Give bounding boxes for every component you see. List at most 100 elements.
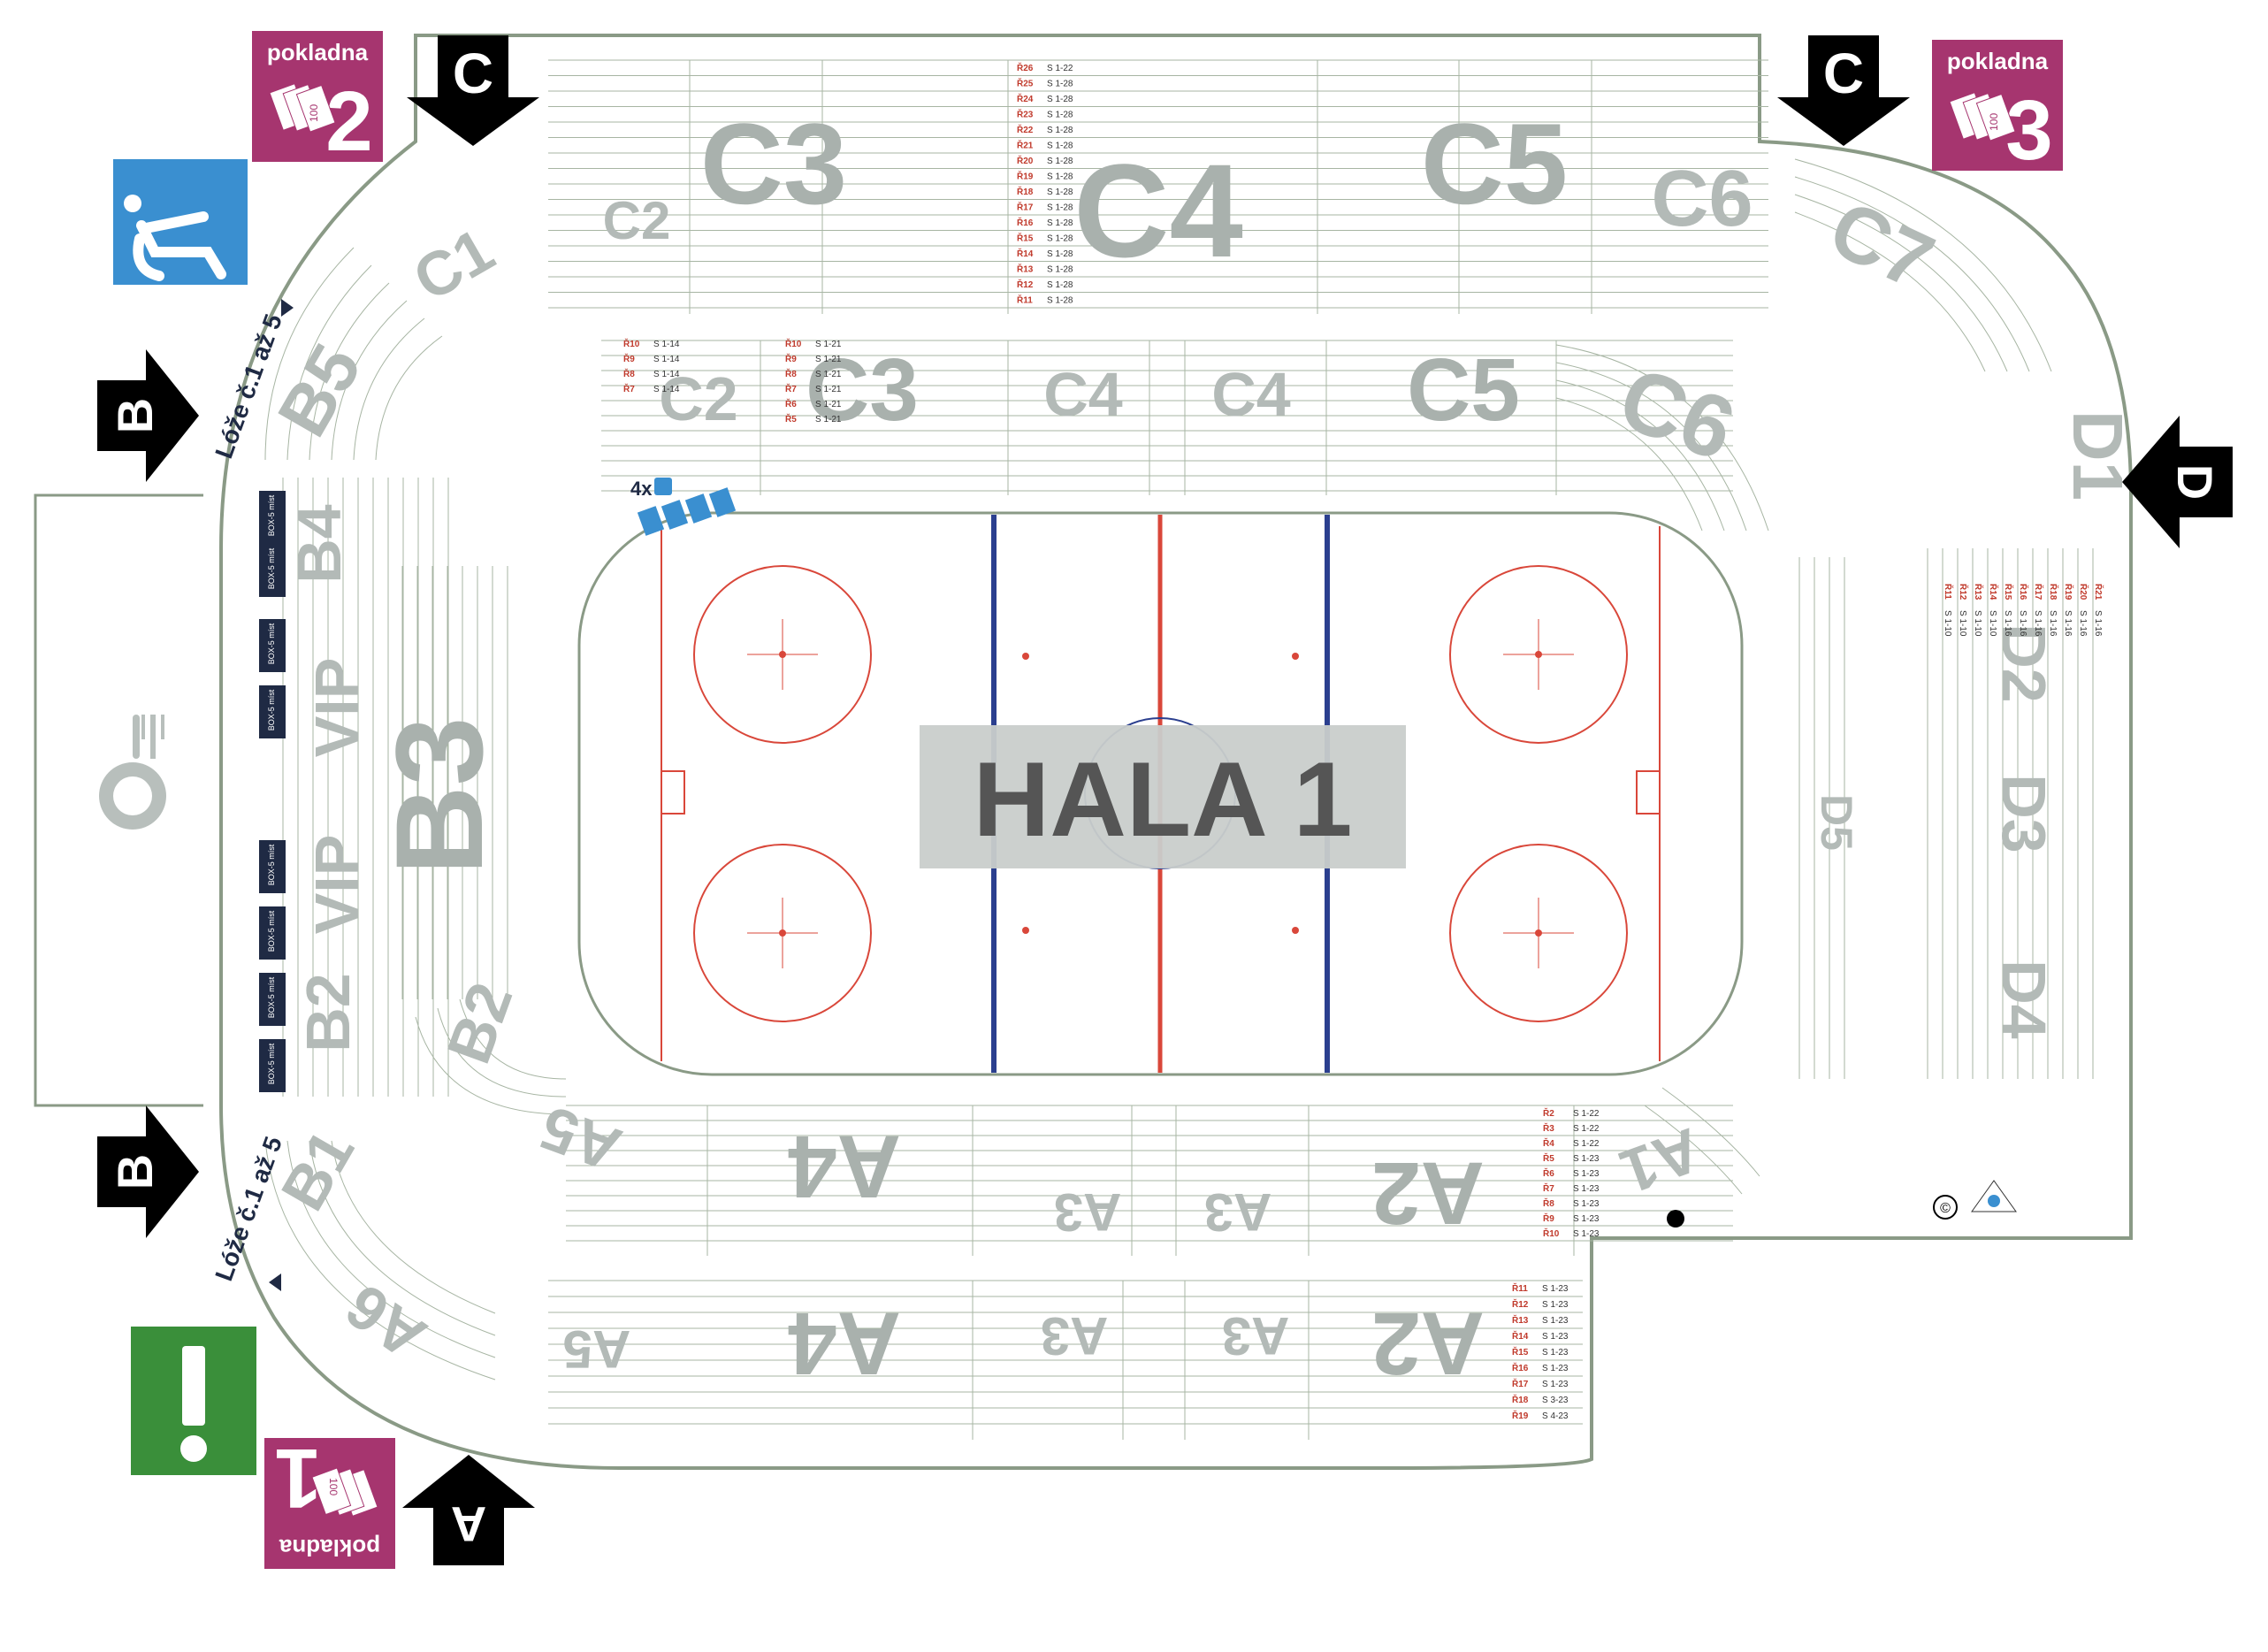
section-label-c2-upper: C2 bbox=[603, 191, 671, 250]
section-label-vip-bottom: VIP bbox=[302, 835, 371, 935]
vip-box-label: BOX-5 míst bbox=[267, 547, 276, 589]
d2-seats: S 1-10 bbox=[1973, 610, 1982, 637]
copyright-mark: © bbox=[1933, 1180, 2017, 1220]
a2-lower-row: Ř2 bbox=[1543, 1107, 1554, 1119]
a2-upper-row: Ř18 bbox=[1512, 1394, 1529, 1405]
vip-box[interactable] bbox=[259, 840, 286, 893]
section-label-a4-upper: A4 bbox=[788, 1294, 901, 1393]
c4-upper-seats: S 1-28 bbox=[1047, 296, 1073, 306]
vip-box[interactable] bbox=[259, 685, 286, 738]
west-tiers bbox=[282, 478, 508, 1097]
a2-upper-seats: S 1-23 bbox=[1542, 1380, 1569, 1389]
ticket-office-3[interactable]: pokladna 3 100 bbox=[1932, 40, 2063, 178]
ticket-office-2[interactable]: pokladna 2 100 bbox=[252, 31, 383, 169]
c3-lower-seats: S 1-21 bbox=[815, 340, 842, 349]
a2-lower-row: Ř10 bbox=[1543, 1228, 1560, 1239]
c3-lower-row: Ř6 bbox=[785, 398, 797, 409]
ticket-office-1[interactable]: pokladna 1 100 bbox=[264, 1431, 395, 1569]
c4-upper-row: Ř23 bbox=[1017, 109, 1034, 120]
vip-box-label: BOX-5 míst bbox=[267, 1043, 276, 1084]
c4-upper-row: Ř15 bbox=[1017, 233, 1034, 244]
c4-upper-seats: S 1-28 bbox=[1047, 249, 1073, 259]
vip-box[interactable] bbox=[259, 1039, 286, 1092]
d2-seats: S 1-16 bbox=[2033, 610, 2043, 637]
section-label-c4-lower-right: C4 bbox=[1211, 360, 1291, 429]
left-arrow-icon bbox=[2122, 416, 2233, 548]
wheelchair-access-sign[interactable] bbox=[113, 159, 248, 285]
vip-box[interactable] bbox=[259, 544, 286, 597]
entrance-c-right-label: C bbox=[1823, 42, 1864, 105]
d2-row: Ř12 bbox=[1958, 584, 1969, 600]
c3-lower-seats: S 1-21 bbox=[815, 385, 842, 394]
entrance-a-label: A bbox=[451, 1496, 486, 1552]
section-label-d5: D5 bbox=[1812, 794, 1861, 851]
c4-upper-seats: S 1-28 bbox=[1047, 218, 1073, 228]
entrance-b-top-label: B bbox=[107, 398, 163, 433]
entrance-c-left[interactable]: C bbox=[407, 35, 539, 146]
c4-upper-row: Ř22 bbox=[1017, 124, 1034, 135]
section-label-vip-top: VIP bbox=[302, 658, 371, 758]
vip-box[interactable] bbox=[259, 619, 286, 672]
a2-upper-seats: S 1-23 bbox=[1542, 1364, 1569, 1373]
a2-lower-seats: S 1-23 bbox=[1573, 1199, 1600, 1209]
section-label-a3-lower-right: A3 bbox=[1204, 1182, 1272, 1242]
c3-lower-row: Ř7 bbox=[785, 383, 797, 394]
entrance-b-bottom[interactable]: B bbox=[97, 1105, 199, 1238]
c4-upper-row: Ř25 bbox=[1017, 78, 1034, 89]
c4-upper-row: Ř13 bbox=[1017, 264, 1034, 275]
down-arrow-icon bbox=[407, 35, 539, 146]
entrance-c-right[interactable]: C bbox=[1777, 35, 1910, 146]
up-arrow-icon bbox=[402, 1455, 535, 1565]
d2-seats: S 1-16 bbox=[2048, 610, 2058, 637]
ticket-value: 100 bbox=[327, 1478, 340, 1495]
section-label-c4-upper: C4 bbox=[1073, 136, 1243, 285]
c3-lower-row: Ř10 bbox=[785, 338, 802, 349]
information-sign[interactable] bbox=[131, 1327, 256, 1475]
vip-box-label: BOX-5 míst bbox=[267, 623, 276, 664]
wheelchair-seats[interactable]: 4x bbox=[630, 478, 737, 536]
section-label-a3-upper-right: A3 bbox=[1222, 1306, 1290, 1365]
section-label-a2-lower: A2 bbox=[1371, 1143, 1485, 1243]
section-label-c2-lower: C2 bbox=[659, 364, 737, 433]
d2-row: Ř17 bbox=[2033, 584, 2044, 600]
section-label-b3: B3 bbox=[370, 717, 508, 876]
c4-upper-row: Ř24 bbox=[1017, 93, 1034, 104]
d2-seats: S 1-10 bbox=[1943, 610, 1952, 637]
c3-lower-row: Ř9 bbox=[785, 353, 797, 364]
c4-upper-seats: S 1-28 bbox=[1047, 95, 1073, 104]
faceoff-circle-se bbox=[1449, 844, 1628, 1022]
vip-box[interactable] bbox=[259, 491, 286, 544]
a2-upper-row: Ř16 bbox=[1512, 1362, 1529, 1373]
section-label-c5-upper: C5 bbox=[1421, 99, 1568, 228]
section-label-a5-upper: A5 bbox=[563, 1319, 631, 1379]
c4-upper-seats: S 1-28 bbox=[1047, 157, 1073, 166]
a2-lower-seats: S 1-22 bbox=[1573, 1124, 1600, 1134]
a2-lower-seats: S 1-23 bbox=[1573, 1154, 1600, 1164]
entrance-b-top[interactable]: B bbox=[97, 349, 199, 482]
vip-box-label: BOX-5 míst bbox=[267, 910, 276, 952]
vip-box[interactable] bbox=[259, 906, 286, 960]
ice-rink: HALA 1 bbox=[577, 511, 1744, 1076]
entrance-d[interactable]: D bbox=[2122, 416, 2233, 548]
section-label-d3: D3 bbox=[1989, 774, 2058, 853]
south-tiers bbox=[548, 1105, 1733, 1440]
section-label-c7-upper: C7 bbox=[1816, 184, 1946, 307]
c4-upper-row: Ř16 bbox=[1017, 217, 1034, 228]
c2-lower-row: Ř7 bbox=[623, 383, 635, 394]
svg-text:©: © bbox=[1940, 1201, 1951, 1216]
section-label-c4-lower-left: C4 bbox=[1043, 360, 1123, 429]
entrance-a[interactable]: A bbox=[402, 1455, 535, 1565]
section-label-a1-lower: A1 bbox=[1612, 1115, 1710, 1207]
d2-seats: S 1-16 bbox=[2003, 610, 2012, 637]
c3-lower-seats: S 1-21 bbox=[815, 400, 842, 409]
vip-box[interactable] bbox=[259, 973, 286, 1026]
c4-upper-row: Ř20 bbox=[1017, 155, 1034, 166]
d2-seats: S 1-16 bbox=[2063, 610, 2073, 637]
a2-upper-seats: S 1-23 bbox=[1542, 1284, 1569, 1294]
a2-lower-row: Ř9 bbox=[1543, 1212, 1554, 1224]
a2-lower-seats: S 1-23 bbox=[1573, 1169, 1600, 1179]
a2-upper-row: Ř11 bbox=[1512, 1282, 1528, 1294]
